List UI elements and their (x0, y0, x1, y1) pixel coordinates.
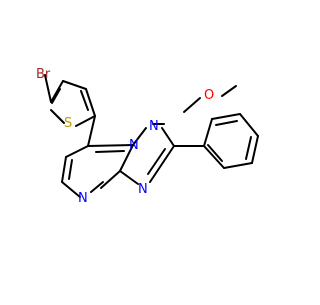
double-bond-line (68, 159, 73, 180)
nitrogen-label: N (149, 119, 159, 134)
double-bond-line (245, 136, 252, 160)
structure-canvas: Br S O N N N N (36, 67, 259, 206)
double-bond-line (51, 88, 61, 104)
bond (75, 115, 96, 127)
nitrogen-label: N (78, 191, 88, 206)
double-bond-line (147, 148, 166, 175)
nitrogen-label: N (129, 138, 139, 153)
bond (149, 145, 175, 183)
bond (183, 97, 201, 113)
nitrogen-label: N (138, 182, 148, 197)
bond (221, 85, 237, 97)
bond (62, 80, 87, 90)
bond (203, 118, 213, 147)
double-bond-line (215, 120, 238, 126)
bond (50, 109, 65, 124)
sulfur-label: S (64, 116, 72, 131)
bond-lines (44, 74, 259, 198)
bond (203, 145, 225, 169)
molecule-diagram: Br S O N N N N (36, 67, 259, 206)
bond (44, 74, 52, 103)
bond (119, 170, 139, 185)
bond (65, 145, 89, 158)
double-bond-line (207, 144, 223, 162)
bond (87, 115, 96, 147)
bond (85, 88, 96, 117)
bond (161, 127, 175, 147)
bond (251, 135, 259, 164)
bond (87, 144, 134, 147)
bond (119, 144, 134, 172)
double-bond-line (80, 90, 89, 111)
bond (132, 127, 147, 146)
oxygen-label: O (204, 88, 214, 103)
bond (223, 162, 253, 169)
bond (61, 156, 67, 183)
double-bond-line (95, 150, 125, 153)
bromine-label: Br (36, 67, 51, 82)
bond (50, 80, 64, 103)
bond (61, 181, 81, 198)
bond (100, 170, 121, 189)
double-bond-line (90, 181, 104, 193)
bond (211, 113, 241, 120)
bond (239, 113, 259, 137)
